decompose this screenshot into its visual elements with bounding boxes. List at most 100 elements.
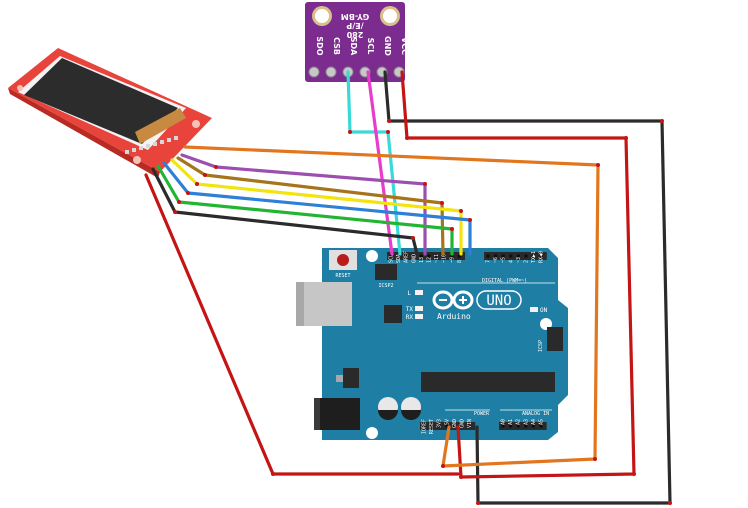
board-mount-hole	[366, 427, 378, 439]
digital-pin[interactable]	[501, 254, 505, 258]
digital-pin[interactable]	[457, 254, 461, 258]
capacitor-stripe	[401, 410, 421, 420]
bme280-pin-label: SCL	[366, 38, 375, 55]
icsp-label: ICSP	[538, 340, 544, 352]
power-pin[interactable]	[422, 424, 426, 428]
digital-pin[interactable]	[516, 254, 520, 258]
bme280-pin[interactable]	[325, 66, 337, 78]
wire-bend-point	[411, 236, 415, 240]
digital-pin[interactable]	[435, 254, 439, 258]
power-pin[interactable]	[452, 424, 456, 428]
tft-mount-hole	[133, 156, 141, 164]
digital-pin[interactable]	[427, 254, 431, 258]
wire-bme-vcc	[400, 70, 636, 479]
digital-pin[interactable]	[389, 254, 393, 258]
bme280-title-2: /E/P	[346, 21, 363, 30]
digital-label: DIGITAL (PWM=~)	[482, 278, 527, 284]
wire-bend-point	[177, 200, 181, 204]
icsp2-label: ICSP2	[378, 283, 393, 289]
digital-pin[interactable]	[486, 254, 490, 258]
reset-button-cap[interactable]	[337, 254, 349, 266]
bme280-pin-label: CSB	[332, 37, 341, 55]
reset-label: RESET	[335, 273, 350, 279]
wire-bend-point	[203, 173, 207, 177]
analog-pin-label: A1	[508, 419, 514, 425]
analog-pin[interactable]	[509, 424, 513, 428]
digital-pin-label: 13	[419, 257, 425, 263]
digital-pin-label: 8	[457, 260, 463, 263]
wire-bend-point	[271, 472, 275, 476]
power-pin-label: VIN	[467, 419, 473, 428]
power-pin-label: RESET	[429, 419, 435, 434]
voltage-regulator	[343, 368, 359, 388]
digital-pin[interactable]	[442, 254, 446, 258]
digital-pin[interactable]	[412, 254, 416, 258]
led-l-label: L	[407, 290, 411, 297]
analog-pin[interactable]	[539, 424, 543, 428]
bme280-mount-hole	[383, 9, 397, 23]
bme280-pin[interactable]	[308, 66, 320, 78]
wire-bend-point	[450, 227, 454, 231]
wire-bend-point	[459, 475, 463, 479]
arduino-logo	[432, 290, 474, 310]
digital-pin-label: RX◀0	[539, 251, 545, 263]
digital-pin[interactable]	[539, 254, 543, 258]
atmega-chip	[421, 372, 555, 392]
wire-bend-point	[459, 209, 463, 213]
wire-bend-point	[387, 119, 391, 123]
digital-pin-label: AREF	[404, 251, 410, 263]
digital-pin-label: ~10	[442, 254, 448, 263]
wire-tft-10	[156, 164, 454, 256]
analog-label: ANALOG IN	[522, 411, 549, 417]
digital-pin-label: ~5	[501, 257, 507, 263]
digital-pin[interactable]	[509, 254, 513, 258]
digital-pin[interactable]	[397, 254, 401, 258]
power-pin-label: 3V3	[437, 419, 443, 428]
analog-pin-label: A0	[501, 419, 507, 425]
tft-header-pins	[125, 136, 178, 154]
analog-pin[interactable]	[501, 424, 505, 428]
analog-pin-label: A2	[516, 419, 522, 425]
analog-pin[interactable]	[516, 424, 520, 428]
digital-pin[interactable]	[404, 254, 408, 258]
power-pin[interactable]	[468, 424, 472, 428]
analog-pin[interactable]	[531, 424, 535, 428]
uno-label: UNO	[486, 293, 511, 309]
tft-screen	[24, 58, 178, 144]
wire-bend-point	[624, 136, 628, 140]
wire-bend-point	[476, 501, 480, 505]
wire-bend-point	[441, 464, 445, 468]
digital-pin[interactable]	[450, 254, 454, 258]
wire-bend-point	[348, 130, 352, 134]
analog-pin[interactable]	[524, 424, 528, 428]
bme280-pin-label: SDA	[349, 37, 358, 56]
bme280-title-1: 280	[346, 30, 363, 39]
bme280-pin-label: GND	[383, 36, 392, 56]
power-pin[interactable]	[437, 424, 441, 428]
power-pin[interactable]	[430, 424, 434, 428]
digital-pin[interactable]	[419, 254, 423, 258]
digital-pin[interactable]	[494, 254, 498, 258]
arduino-uno: RESET ICSP2 L TX RX ON UNO Arduino ICSP	[296, 248, 568, 440]
power-pin[interactable]	[445, 424, 449, 428]
wire-bend-point	[593, 457, 597, 461]
usb-port	[296, 282, 352, 326]
led-on-label: ON	[540, 307, 548, 314]
wire-tft-13	[180, 153, 427, 256]
wire-bend-point	[468, 218, 472, 222]
power-pin[interactable]	[460, 424, 464, 428]
digital-pin[interactable]	[532, 254, 536, 258]
digital-pin[interactable]	[524, 254, 528, 258]
wire-bend-point	[214, 165, 218, 169]
wire-tft-8	[162, 161, 472, 256]
logo-minus	[439, 299, 447, 301]
tft-pcb-shadow	[8, 88, 160, 178]
digital-pin-label: 7	[486, 260, 492, 263]
led-tx-label: TX	[406, 306, 414, 313]
tft-flex-cable	[135, 108, 186, 144]
digital-pin-label: ~11	[434, 254, 440, 263]
analog-pin-label: A4	[531, 419, 537, 425]
bme280-mount-hole	[315, 9, 329, 23]
tft-mount-hole	[192, 120, 200, 128]
wire-bend-point	[668, 501, 672, 505]
